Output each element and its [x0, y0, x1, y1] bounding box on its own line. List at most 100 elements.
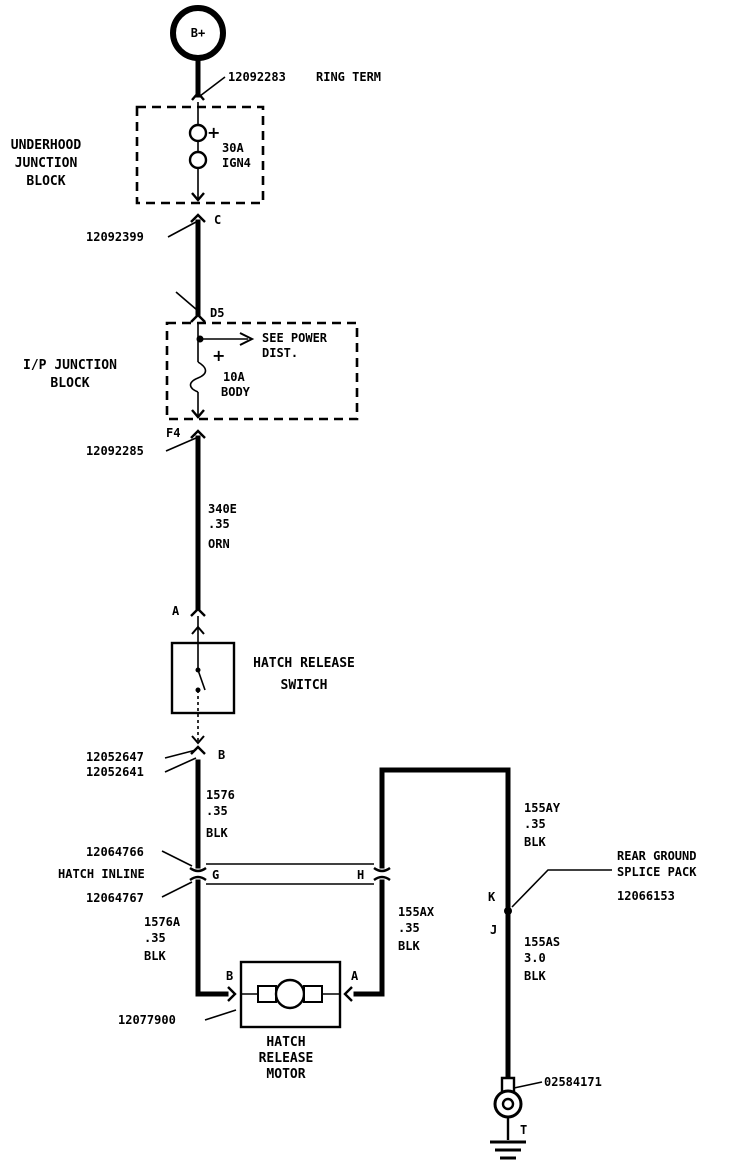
- wire-340e-color: ORN: [208, 537, 230, 551]
- motor-title-2: RELEASE: [259, 1051, 314, 1066]
- battery-label: B+: [191, 26, 205, 40]
- connector-f4-part: 12092285: [86, 444, 144, 458]
- switch-out-terminal: B: [218, 748, 225, 762]
- connector-d5-label: D5: [210, 306, 224, 320]
- splice-pin-k: K: [488, 890, 496, 904]
- fuse-10a-icon: [189, 361, 207, 393]
- motor-pin-b: B: [226, 969, 233, 983]
- wire-155as-color: BLK: [524, 969, 546, 983]
- connector-f4-label: F4: [166, 426, 180, 440]
- motor-connector-b: [227, 986, 237, 1002]
- ground-label: T: [520, 1123, 527, 1137]
- hatch-inline-pin-h: H: [357, 868, 364, 882]
- battery-terminal: B+: [170, 5, 226, 61]
- switch-part-2: 12052641: [86, 765, 144, 779]
- wire-155as-circuit: 155AS: [524, 935, 560, 949]
- switch-title-2: SWITCH: [281, 678, 328, 693]
- connector-c-leader: [167, 221, 197, 238]
- underhood-out-arrow-icon: [191, 192, 205, 202]
- connector-f4-leader: [165, 437, 197, 452]
- wire-340e-gauge: .35: [208, 517, 230, 531]
- motor-armature-icon: [274, 978, 306, 1010]
- ip-title-1: I/P JUNCTION: [23, 358, 117, 373]
- wire-155ay-gauge: .35: [524, 817, 546, 831]
- motor-title-3: MOTOR: [266, 1067, 305, 1082]
- motor-pin-a: A: [351, 969, 359, 983]
- connector-d5: [190, 313, 206, 323]
- ip-out-arrow-icon: [191, 409, 205, 419]
- splice-title-2: SPLICE PACK: [617, 865, 697, 879]
- hatch-inline-part-top: 12064766: [86, 845, 144, 859]
- connector-c-label: C: [214, 213, 221, 227]
- ground-part: 02584171: [544, 1075, 602, 1089]
- motor-part: 12077900: [118, 1013, 176, 1027]
- fuse-10a-plus-icon: +: [212, 346, 225, 365]
- fuse-30a-plus-icon: +: [207, 123, 220, 142]
- switch-part-leader-2: [164, 757, 197, 773]
- wire-1576-color: BLK: [206, 826, 228, 840]
- switch-title-1: HATCH RELEASE: [253, 656, 355, 671]
- hatch-inline-label: HATCH INLINE: [58, 867, 145, 881]
- splice-pin-j: J: [490, 923, 497, 937]
- switch-top-arrow-icon: [191, 625, 205, 635]
- wire-155ax-gauge: .35: [398, 921, 420, 935]
- underhood-title-1: UNDERHOOD: [11, 138, 82, 153]
- connector-c-part: 12092399: [86, 230, 144, 244]
- see-power-line-1: SEE POWER: [262, 331, 328, 345]
- connector-d5-leader: [175, 291, 198, 311]
- hatch-inline-pin-g: G: [212, 868, 219, 882]
- ip-title-2: BLOCK: [50, 376, 89, 391]
- ring-term-label: RING TERM: [316, 70, 381, 84]
- ring-term-connector: [191, 91, 205, 101]
- ip-splice-dot-icon: [196, 335, 204, 343]
- underhood-junction-block: [135, 105, 265, 205]
- switch-connector-a: [190, 607, 206, 617]
- switch-blade-icon: [197, 669, 206, 691]
- motor-title-1: HATCH: [266, 1035, 305, 1050]
- fuse-30a-name: IGN4: [222, 156, 251, 170]
- inline-connector-h-top: [373, 867, 391, 873]
- wire-155ay-color: BLK: [524, 835, 546, 849]
- ip-junction-block: [165, 321, 359, 421]
- wire-1576a: [195, 879, 229, 997]
- wire-1576-gauge: .35: [206, 804, 228, 818]
- inline-connector-g-top: [189, 867, 207, 873]
- wire-1576a-color: BLK: [144, 949, 166, 963]
- splice-title-1: REAR GROUND: [617, 849, 696, 863]
- underhood-title-3: BLOCK: [26, 174, 65, 189]
- ground-eyelet-hole-icon: [501, 1097, 515, 1111]
- see-power-arrow-icon: [239, 332, 255, 346]
- wire-155ay-circuit: 155AY: [524, 801, 561, 815]
- wire-155ax: [353, 879, 385, 997]
- wire-1576a-circuit: 1576A: [144, 915, 181, 929]
- motor-part-leader: [204, 1009, 237, 1021]
- motor-connector-a: [343, 986, 353, 1002]
- ring-term-part: 12092283: [228, 70, 286, 84]
- inline-connector-h-bottom: [373, 875, 391, 881]
- fuse-30a-top-icon: [188, 123, 208, 143]
- switch-part-leader-1: [164, 749, 197, 759]
- wire-1576a-gauge: .35: [144, 931, 166, 945]
- fuse-30a-rating: 30A: [222, 141, 244, 155]
- hatch-inline-part-bottom: 12064767: [86, 891, 144, 905]
- wire-1576-circuit: 1576: [206, 788, 235, 802]
- motor-brush-left-icon: [257, 985, 277, 1003]
- switch-bottom-arrow-icon: [191, 735, 205, 745]
- underhood-title-2: JUNCTION: [15, 156, 78, 171]
- fuse-10a-name: BODY: [221, 385, 251, 399]
- wire-155ax-circuit: 155AX: [398, 905, 435, 919]
- fuse-30a-bottom-icon: [188, 150, 208, 170]
- wire-155ay: [379, 767, 511, 913]
- hatch-inline-leader-top: [161, 850, 193, 867]
- switch-in-terminal: A: [172, 604, 180, 618]
- connector-c: [190, 213, 206, 223]
- inline-connector-g-bottom: [189, 875, 207, 881]
- switch-connector-b: [190, 745, 206, 755]
- hatch-release-switch: [170, 641, 236, 715]
- ground-part-leader: [513, 1081, 543, 1089]
- wire-340e-circuit: 340E: [208, 502, 237, 516]
- connector-f4: [190, 429, 206, 439]
- switch-part-1: 12052647: [86, 750, 144, 764]
- wire-155as-gauge: 3.0: [524, 951, 546, 965]
